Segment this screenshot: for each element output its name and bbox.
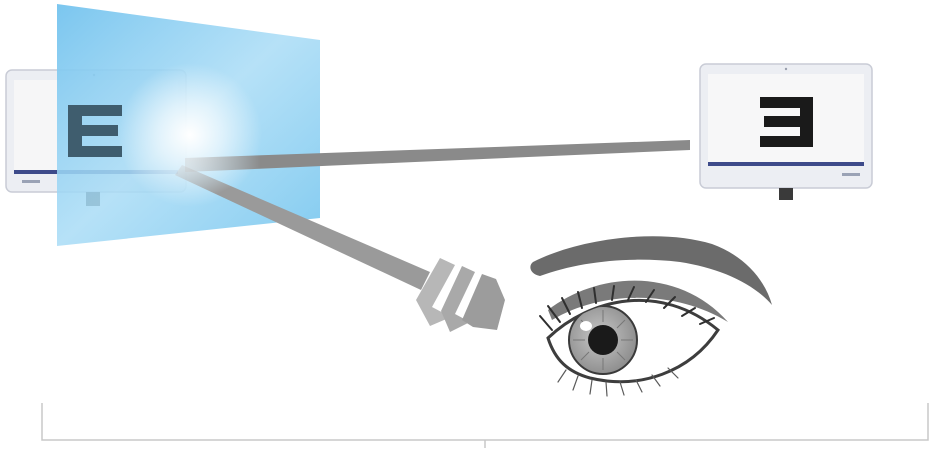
near-monitor-letter-e <box>68 105 122 157</box>
chevron-arrow-icon <box>416 258 505 332</box>
pupil <box>588 325 618 355</box>
distance-bracket <box>42 403 928 448</box>
far-monitor-icon <box>700 64 872 200</box>
eye-icon <box>530 236 772 396</box>
far-monitor-letter-e-mirrored <box>760 97 813 147</box>
